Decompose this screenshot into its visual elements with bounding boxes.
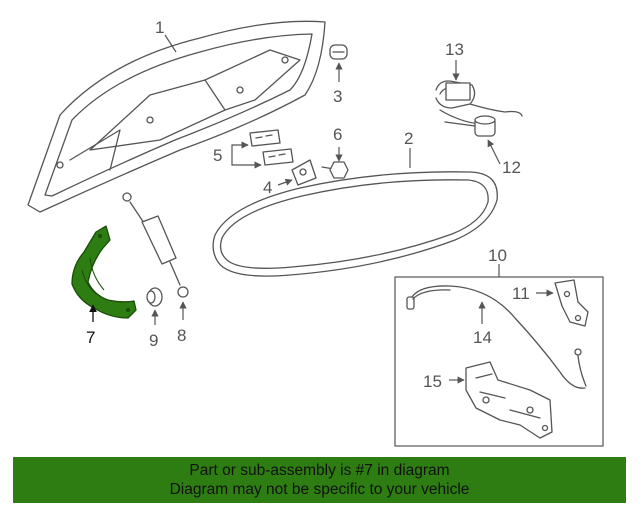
actuator-part[interactable]: [444, 115, 496, 137]
latch-part[interactable]: [465, 361, 553, 439]
banner-line-2: Diagram may not be specific to your vehi…: [169, 481, 470, 498]
bolt-part[interactable]: [321, 161, 349, 179]
callout-4[interactable]: 4: [263, 178, 272, 197]
hinge-bracket-part[interactable]: [249, 129, 294, 166]
banner-line-1: Part or sub-assembly is #7 in diagram: [189, 462, 450, 479]
release-cable-group: [394, 264, 604, 447]
leader-12: [487, 139, 501, 165]
trunk-lid-part[interactable]: [27, 20, 326, 213]
callout-14[interactable]: 14: [473, 328, 492, 347]
lift-strut-part[interactable]: [122, 192, 189, 298]
callout-8[interactable]: 8: [177, 326, 186, 345]
callout-13[interactable]: 13: [445, 40, 464, 59]
callout-12[interactable]: 12: [502, 158, 521, 177]
info-banner: Part or sub-assembly is #7 in diagram Di…: [13, 457, 626, 503]
stud-part[interactable]: [146, 287, 163, 307]
leader-1: [164, 34, 177, 53]
callout-7[interactable]: 7: [86, 328, 95, 347]
callout-1[interactable]: 1: [155, 18, 164, 37]
callout-6[interactable]: 6: [333, 125, 342, 144]
leader-4: [277, 178, 293, 186]
callout-5[interactable]: 5: [213, 146, 222, 165]
cable-bracket-part[interactable]: [554, 279, 589, 327]
callout-15[interactable]: 15: [423, 372, 442, 391]
leader-5a: [231, 141, 249, 155]
bumper-part[interactable]: [329, 44, 348, 60]
callout-11[interactable]: 11: [512, 284, 530, 303]
weatherstrip-part[interactable]: [212, 171, 498, 277]
callout-10[interactable]: 10: [488, 246, 507, 265]
leader-5b: [231, 155, 262, 169]
callout-9[interactable]: 9: [149, 331, 158, 350]
callout-3[interactable]: 3: [333, 87, 342, 106]
release-cable-part[interactable]: [406, 285, 587, 389]
bracket-part[interactable]: [291, 159, 317, 186]
callout-2[interactable]: 2: [404, 129, 413, 148]
trunk-hinge-part-highlighted[interactable]: [71, 225, 137, 319]
